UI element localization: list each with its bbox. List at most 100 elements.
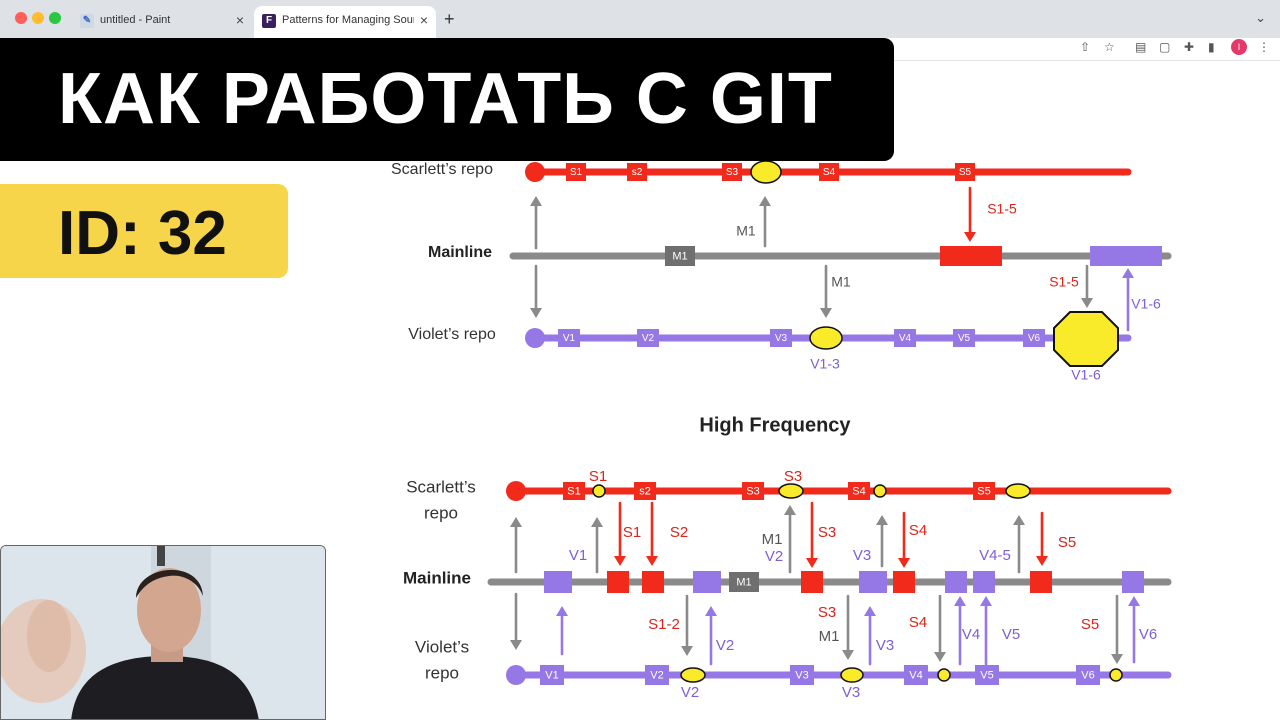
violet-commit-label: V4 bbox=[899, 333, 912, 344]
tab-patterns[interactable]: F Patterns for Managing Source C × bbox=[254, 6, 436, 38]
avatar[interactable]: I bbox=[1231, 39, 1247, 55]
arrow-label: M1 bbox=[819, 628, 840, 645]
mainline-label: Mainline bbox=[428, 244, 492, 261]
arrow-up-head bbox=[1128, 596, 1140, 606]
violet-commit-label: V6 bbox=[1028, 333, 1041, 344]
arrow-label: V5 bbox=[1002, 626, 1020, 643]
mainline-commit bbox=[1030, 571, 1052, 593]
menu-dots-icon[interactable]: ⋮ bbox=[1258, 40, 1270, 54]
violet-commit bbox=[953, 329, 975, 347]
arrow-label: S4 bbox=[909, 614, 927, 631]
mainline-commit bbox=[801, 571, 823, 593]
arrow-down-head bbox=[806, 558, 818, 568]
mainline-commit bbox=[642, 571, 664, 593]
merge-point bbox=[1005, 483, 1031, 499]
arrow-label: S1-2 bbox=[648, 616, 680, 633]
arrow-down-head bbox=[934, 652, 946, 662]
scarlett-commit-label: s2 bbox=[639, 485, 651, 497]
new-tab-plus-icon[interactable]: + bbox=[444, 9, 455, 29]
violet-commit-label: V1 bbox=[545, 669, 558, 681]
arrow-down-head bbox=[646, 556, 658, 566]
mainline-commit bbox=[665, 246, 695, 266]
arrow-label: M1 bbox=[762, 531, 783, 548]
scarlett-start-dot bbox=[506, 481, 526, 501]
mainline-commit bbox=[1122, 571, 1144, 593]
scarlett-start-dot bbox=[525, 162, 545, 182]
zoom-window-button[interactable] bbox=[49, 12, 61, 24]
scarlett-commit-label: S4 bbox=[823, 167, 836, 178]
arrow-label: V4-5 bbox=[979, 547, 1011, 564]
arrow-up-head bbox=[530, 196, 542, 206]
arrow-up-head bbox=[556, 606, 568, 616]
tab-label: Patterns for Managing Source C bbox=[282, 14, 414, 26]
arrow-up-head bbox=[759, 196, 771, 206]
title-banner: КАК РАБОТАТЬ С GIT bbox=[0, 38, 894, 161]
arrow-up-head bbox=[591, 517, 603, 527]
arrow-label: V2 bbox=[716, 637, 734, 654]
scarlett-commit bbox=[627, 163, 647, 181]
scarlett-commit bbox=[563, 482, 585, 500]
extension-icon[interactable]: ▤ bbox=[1135, 40, 1147, 54]
scarlett-repo-label: Scarlett’s repo bbox=[391, 161, 493, 178]
arrow-up-head bbox=[864, 606, 876, 616]
scarlett-commit-label: S3 bbox=[726, 167, 739, 178]
arrow-up-head bbox=[510, 517, 522, 527]
site-favicon-icon: F bbox=[262, 14, 276, 28]
scarlett-commit bbox=[973, 482, 995, 500]
violet-commit-label: V5 bbox=[958, 333, 971, 344]
scarlett-commit-label: S1 bbox=[570, 167, 583, 178]
arrow-up-head bbox=[876, 515, 888, 525]
violet-commit bbox=[904, 665, 928, 685]
merge-point-large bbox=[1053, 311, 1119, 367]
arrow-label: V3 bbox=[876, 637, 894, 654]
arrow-up-head bbox=[784, 505, 796, 515]
close-icon[interactable]: × bbox=[419, 12, 428, 28]
scarlett-commit bbox=[955, 163, 975, 181]
arrow-label: S3 bbox=[818, 524, 836, 541]
violet-commit-label: V3 bbox=[775, 333, 788, 344]
share-icon[interactable]: ⇧ bbox=[1080, 40, 1091, 54]
violet-commit-label: V2 bbox=[642, 333, 655, 344]
scarlett-commit-label: S4 bbox=[852, 485, 865, 497]
arrow-down-head bbox=[842, 650, 854, 660]
extension-icon[interactable]: ▢ bbox=[1159, 40, 1171, 54]
close-window-button[interactable] bbox=[15, 12, 27, 24]
merge-point bbox=[809, 326, 843, 350]
arrow-down-head bbox=[1111, 654, 1123, 664]
scarlett-commit-label: S1 bbox=[567, 485, 580, 497]
mainline-commit bbox=[729, 572, 759, 592]
violet-commit-label: V5 bbox=[980, 669, 993, 681]
sidebar-icon[interactable]: ▮ bbox=[1208, 40, 1215, 54]
arrow-down-head bbox=[1081, 298, 1093, 308]
arrow-up-head bbox=[954, 596, 966, 606]
mainline-label: Mainline bbox=[403, 568, 471, 587]
scarlett-commit bbox=[848, 482, 870, 500]
scarlett-commit-label: S5 bbox=[977, 485, 990, 497]
minimize-window-button[interactable] bbox=[32, 12, 44, 24]
mainline-commit bbox=[544, 571, 572, 593]
violet-commit bbox=[790, 665, 814, 685]
arrow-up-head bbox=[980, 596, 992, 606]
tab-label: untitled - Paint bbox=[100, 14, 171, 26]
mainline-commit-v16 bbox=[1090, 246, 1162, 266]
violet-commit bbox=[1076, 665, 1100, 685]
arrow-label: S1-5 bbox=[987, 201, 1017, 217]
tab-paint[interactable]: ✎ untitled - Paint × bbox=[72, 6, 252, 38]
scarlett-commit-label: S5 bbox=[959, 167, 972, 178]
arrow-label: S5 bbox=[1058, 534, 1076, 551]
star-icon[interactable]: ☆ bbox=[1104, 40, 1115, 54]
scarlett-commit-label: S3 bbox=[746, 485, 759, 497]
puzzle-icon[interactable]: ✚ bbox=[1184, 40, 1195, 54]
arrow-label: V1-6 bbox=[1131, 296, 1161, 312]
scarlett-commit bbox=[819, 163, 839, 181]
violet-commit bbox=[975, 665, 999, 685]
merge-point bbox=[680, 667, 706, 683]
close-icon[interactable]: × bbox=[235, 12, 244, 28]
id-label: ID: 32 bbox=[58, 199, 227, 268]
webcam-overlay bbox=[0, 545, 326, 720]
violet-commit bbox=[894, 329, 916, 347]
violet-repo-label: Violet’s repo bbox=[408, 326, 496, 343]
chevron-down-icon[interactable]: ⌄ bbox=[1255, 10, 1266, 25]
scarlett-commit bbox=[742, 482, 764, 500]
